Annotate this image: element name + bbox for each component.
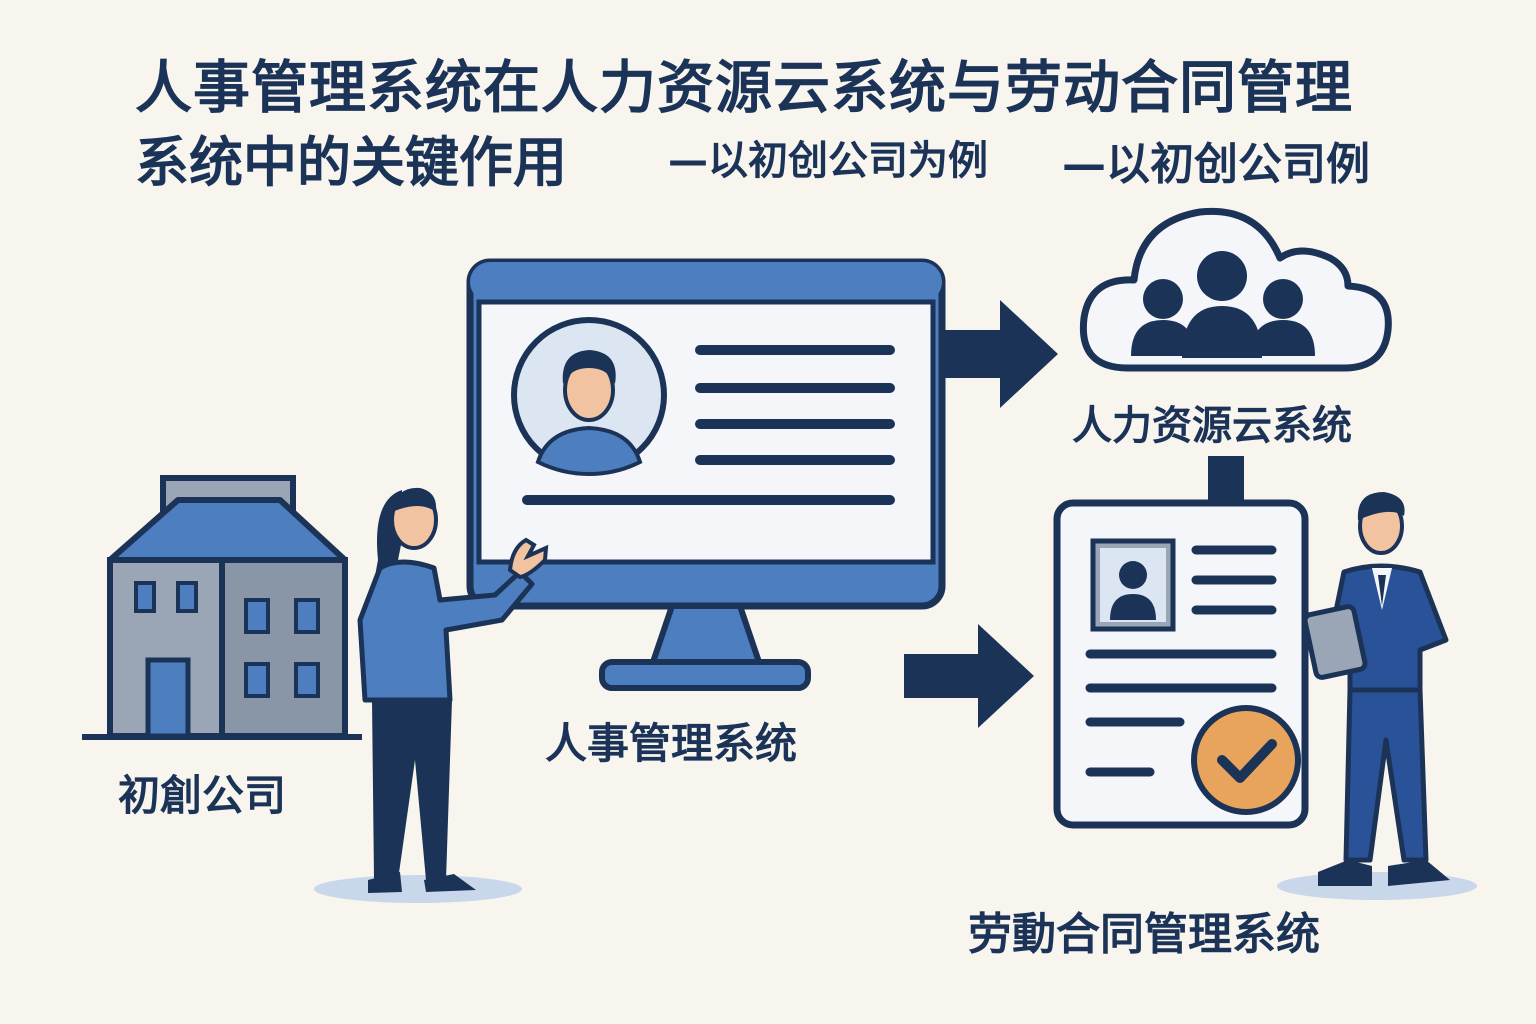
- cloud-people-icon: [1079, 207, 1392, 372]
- title-line-2: 系统中的关键作用: [135, 131, 567, 194]
- arrow-right-icon: [944, 300, 1058, 408]
- monitor-icon: [466, 258, 946, 691]
- title-subtitle-duplicate: —以初创公司例: [1062, 139, 1370, 190]
- connector-bar: [1208, 456, 1244, 506]
- title-line-1: 人事管理系统在人力资源云系统与劳动合同管理: [135, 55, 1353, 121]
- businessman-figure: [1277, 492, 1477, 900]
- woman-presenter-figure: [314, 487, 549, 903]
- startup-label: 初創公司: [118, 771, 287, 820]
- hr-system-label: 人事管理系统: [545, 719, 798, 768]
- contract-system-label: 劳動合同管理系统: [968, 909, 1320, 960]
- building-icon: [82, 475, 362, 740]
- checkmark-badge-icon: [1191, 705, 1301, 815]
- title-subtitle: —以初创公司为例: [668, 138, 988, 184]
- hr-cloud-label: 人力资源云系统: [1072, 403, 1352, 449]
- arrow-right-icon-2: [904, 624, 1034, 728]
